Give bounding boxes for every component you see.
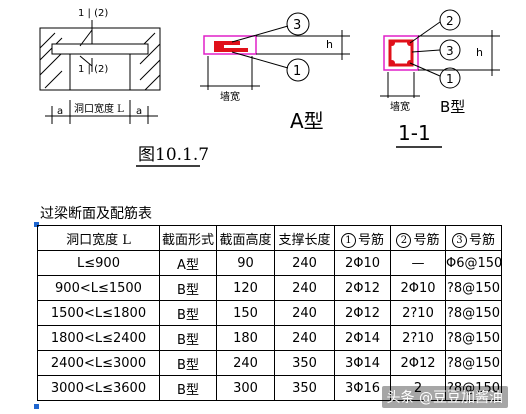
typeB-callout-2-text: 2 bbox=[446, 14, 454, 28]
selection-handle-top-left[interactable] bbox=[34, 222, 39, 227]
typeA-callout-3-text: 3 bbox=[293, 18, 301, 33]
cell-support: 240 bbox=[274, 300, 335, 326]
cell-type: A型 bbox=[159, 250, 217, 276]
wall-outline bbox=[39, 27, 161, 91]
figure-caption: 图10.1.7 bbox=[138, 145, 209, 165]
wall-hatch-right bbox=[139, 32, 161, 91]
cell-width: 1500<L≤1800 bbox=[37, 300, 160, 326]
lintel-elevation bbox=[39, 20, 161, 124]
cell-bar2: 2?10 bbox=[390, 325, 446, 351]
typeB-label: B型 bbox=[440, 98, 465, 116]
cell-bar2: 2Φ12 bbox=[390, 350, 446, 376]
leader-top bbox=[79, 29, 93, 47]
cell-height: 300 bbox=[216, 375, 275, 401]
cell-width: 900<L≤1500 bbox=[37, 275, 160, 301]
cell-support: 240 bbox=[274, 275, 335, 301]
label-1-2-top: 1 | (2) bbox=[78, 8, 108, 19]
typeA-callout-1-text: 1 bbox=[293, 64, 301, 79]
cell-bar2: 2Φ10 bbox=[390, 275, 446, 301]
cell-bar2: — bbox=[390, 250, 446, 276]
cell-height: 180 bbox=[216, 325, 275, 351]
cell-support: 240 bbox=[274, 250, 335, 276]
cell-bar2: 2?10 bbox=[390, 300, 446, 326]
typeB-wall: 墙宽 bbox=[390, 100, 410, 113]
header-support: 支撑长度 bbox=[274, 225, 335, 251]
cell-type: B型 bbox=[159, 275, 217, 301]
typeA-callout-3 bbox=[286, 12, 310, 36]
lintel-beam bbox=[51, 43, 149, 55]
typeA-wall: 墙宽 bbox=[220, 90, 240, 103]
selection-handle-bottom-left[interactable] bbox=[34, 404, 39, 409]
watermark: 头条 @豆豆加酱油 bbox=[381, 386, 508, 408]
typeA-rebar bbox=[214, 41, 248, 52]
typeB-callout-1-text: 1 bbox=[446, 72, 454, 86]
drawing-area: 1 | (2) 1 | (2) 洞口宽度 L a a 图10.1.7 3 1 h… bbox=[39, 8, 500, 167]
header-height: 截面高度 bbox=[216, 225, 275, 251]
cell-type: B型 bbox=[159, 325, 217, 351]
opening-width-label: 洞口宽度 L bbox=[74, 102, 124, 115]
header-width: 洞口宽度 L bbox=[37, 225, 160, 251]
typeB-callout-3-text: 3 bbox=[446, 44, 454, 58]
header-section: 截面形式 bbox=[159, 225, 217, 251]
cell-bar1: 2Φ10 bbox=[334, 250, 391, 276]
cell-bar3: ?8@150 bbox=[445, 350, 502, 376]
cell-bar3: ?8@150 bbox=[445, 300, 502, 326]
typeA-outline bbox=[203, 35, 257, 55]
typeB-callout-1 bbox=[439, 67, 461, 89]
cell-bar1: 3Φ16 bbox=[334, 375, 391, 401]
leader-mid bbox=[79, 55, 93, 67]
cell-type: B型 bbox=[159, 350, 217, 376]
label-1-2-mid: 1 | (2) bbox=[78, 64, 108, 75]
typeB-stirrup bbox=[388, 39, 414, 67]
section-1-1-label: 1-1 bbox=[398, 121, 431, 145]
cell-support: 350 bbox=[274, 350, 335, 376]
typeB-h: h bbox=[476, 46, 483, 59]
cell-bar3: ?8@150 bbox=[445, 325, 502, 351]
typeB-callout-2 bbox=[439, 9, 461, 31]
cell-height: 120 bbox=[216, 275, 275, 301]
cell-type: B型 bbox=[159, 375, 217, 401]
typeA-section bbox=[200, 12, 350, 90]
typeA-label: A型 bbox=[290, 109, 324, 133]
typeA-callout-1 bbox=[286, 58, 310, 82]
cell-bar1: 2Φ14 bbox=[334, 325, 391, 351]
table-title: 过梁断面及配筋表 bbox=[40, 206, 152, 222]
typeA-h: h bbox=[326, 38, 333, 51]
cell-bar3: ?8@150 bbox=[445, 375, 502, 401]
cell-width: 1800<L≤2400 bbox=[37, 325, 160, 351]
cell-support: 350 bbox=[274, 375, 335, 401]
wall-hatch-left bbox=[39, 32, 63, 89]
cell-height: 90 bbox=[216, 250, 275, 276]
cell-width: 2400<L≤3000 bbox=[37, 350, 160, 376]
cell-bar3: ?8@150 bbox=[445, 275, 502, 301]
typeB-callout-3 bbox=[439, 39, 461, 61]
cell-bar1: 3Φ14 bbox=[334, 350, 391, 376]
cell-support: 240 bbox=[274, 325, 335, 351]
cell-bar3: Φ6@150 bbox=[445, 250, 502, 276]
cell-width: 3000<L≤3600 bbox=[37, 375, 160, 401]
cell-type: B型 bbox=[159, 300, 217, 326]
cell-height: 150 bbox=[216, 300, 275, 326]
dim-a-right: a bbox=[136, 106, 142, 117]
cell-bar2: 2 bbox=[390, 375, 446, 401]
cell-bar1: 2Φ12 bbox=[334, 300, 391, 326]
dim-a-left: a bbox=[57, 106, 63, 117]
typeB-outline bbox=[383, 35, 419, 71]
cell-width: L≤900 bbox=[37, 250, 160, 276]
typeB-section bbox=[380, 9, 500, 98]
cell-bar1: 2Φ12 bbox=[334, 275, 391, 301]
cell-height: 240 bbox=[216, 350, 275, 376]
